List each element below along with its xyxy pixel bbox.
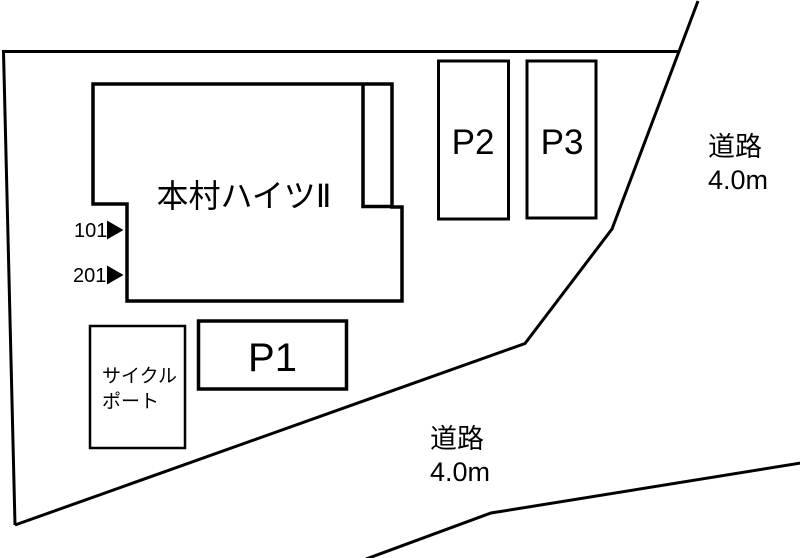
road-east-width-label: 4.0m — [708, 165, 768, 195]
parking-p2-label: P2 — [452, 123, 495, 162]
building-name-label: 本村ハイツⅡ — [156, 178, 331, 214]
road-south-width-label: 4.0m — [430, 457, 490, 487]
parking-space-p2 — [437, 59, 510, 221]
parking-p1-label: P1 — [248, 336, 297, 380]
cycle-port-label-line2: ポート — [102, 391, 159, 413]
unit-101-arrow-icon — [107, 220, 124, 240]
parking-p3-label: P3 — [541, 123, 584, 162]
cycle-port-label-line1: サイクル — [102, 365, 177, 387]
road-edge-south-line — [365, 461, 800, 558]
road-east-name-label: 道路 — [708, 132, 762, 162]
unit-201-arrow-icon — [107, 265, 124, 285]
property-boundary-line — [1, 50, 678, 526]
building-interior-wall — [361, 84, 392, 209]
road-south-name-label: 道路 — [430, 424, 484, 454]
cycle-port-outline — [88, 324, 187, 450]
building-outline — [91, 82, 404, 303]
parking-space-p3 — [525, 59, 598, 220]
road-edge-east-line — [14, 0, 700, 527]
unit-101-label: 101 — [74, 220, 107, 242]
parking-space-p1 — [196, 319, 349, 391]
unit-201-label: 201 — [73, 265, 106, 287]
